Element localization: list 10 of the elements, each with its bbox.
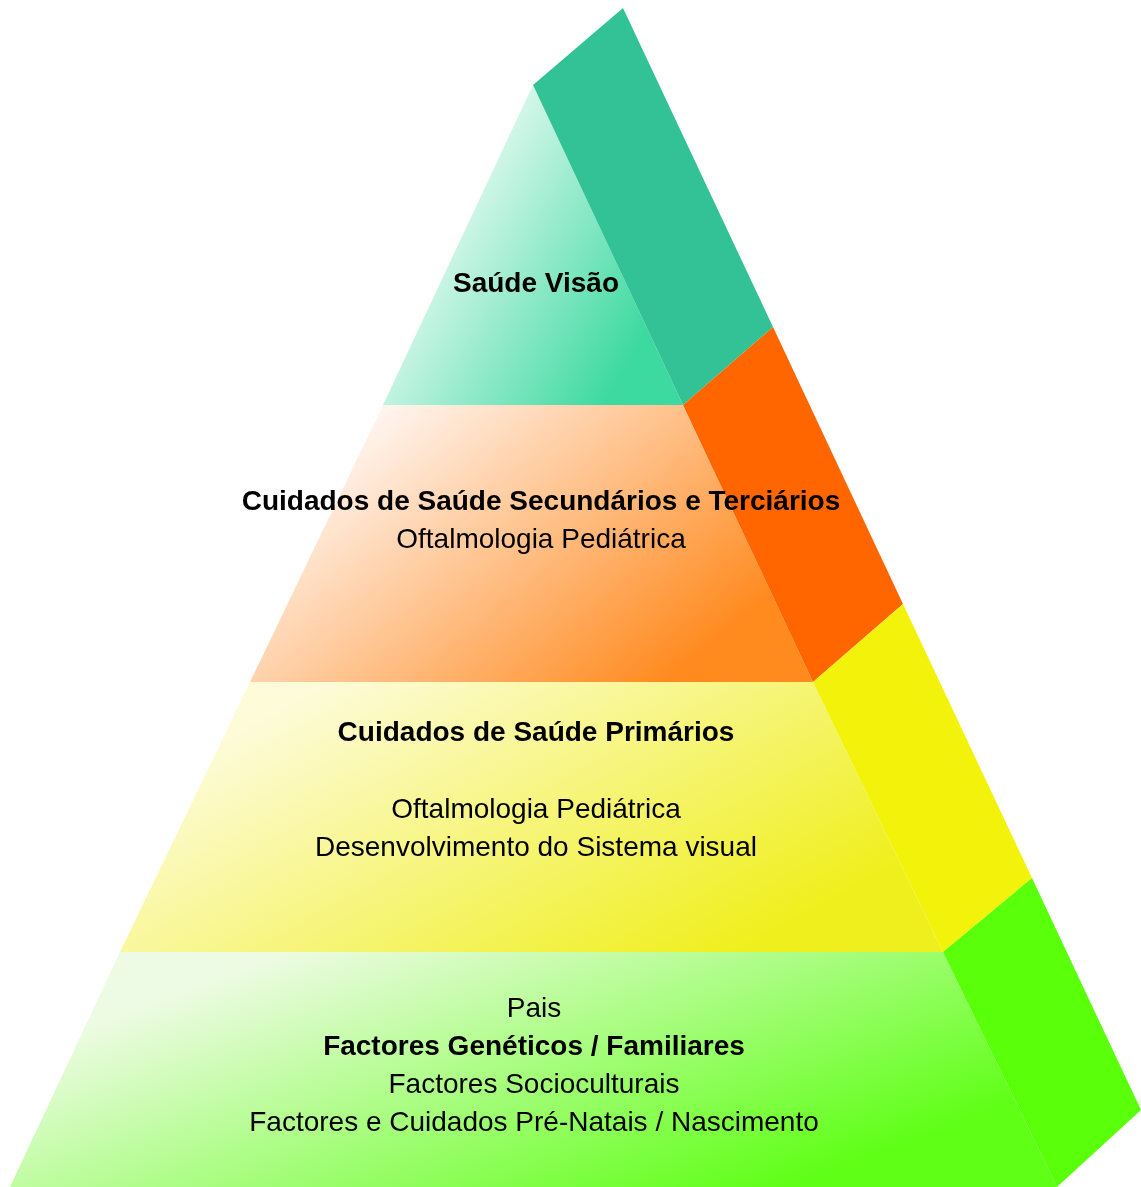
tier-heading: Saúde Visão [453,266,619,300]
tier-heading: Cuidados de Saúde Primários [337,715,735,749]
tier-label: Oftalmologia Pediátrica [396,522,686,556]
tier-label: Factores Socioculturais [388,1067,680,1101]
tier-label: Pais [506,991,562,1025]
tier-heading: Factores Genéticos / Familiares [323,1029,745,1063]
tier-heading: Cuidados de Saúde Secundários e Terciários [241,484,841,518]
tier-label: Oftalmologia Pediátrica [391,792,681,826]
tier-label: Factores e Cuidados Pré-Natais / Nascimento [249,1105,819,1139]
tier-label: Desenvolvimento do Sistema visual [315,830,757,864]
